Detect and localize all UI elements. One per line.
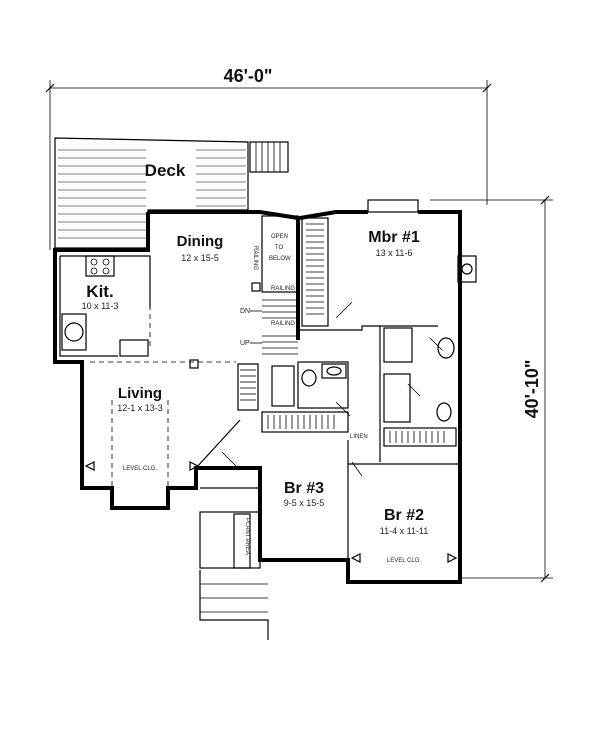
deck-boards: [58, 149, 246, 239]
bathrooms: [271, 327, 455, 423]
deck-stairs: [249, 141, 289, 173]
master-bedroom-size: 13 x 11-6: [376, 248, 413, 258]
stair-area: OPEN TO BELOW RAILING RAILING RAILING DN…: [240, 215, 299, 355]
bedroom-2: Br #2 11-4 x 11-11 LEVEL CLG.: [348, 463, 460, 564]
dining: Dining 12 x 15-5: [90, 233, 236, 363]
kitchen-size: 10 x 11-3: [82, 301, 119, 311]
living-ceiling-note: LEVEL CLG.: [123, 466, 157, 472]
bedroom-2-label: Br #2: [384, 507, 424, 524]
deck: Deck: [54, 137, 289, 249]
kitchen-label: Kit.: [86, 282, 113, 301]
kitchen: Kit. 10 x 11-3: [59, 255, 151, 357]
width-dimension-label: 46'-0": [224, 66, 273, 86]
bedroom-3: Br #3 9-5 x 15-5 LINEN: [284, 434, 368, 560]
door-swings: [221, 301, 443, 477]
bedroom-3-size: 9-5 x 15-5: [284, 498, 325, 508]
bedroom-2-size: 11-4 x 11-11: [380, 526, 429, 536]
master-bedroom-label: Mbr #1: [368, 229, 420, 246]
dining-label: Dining: [177, 233, 224, 250]
bedroom-3-label: Br #3: [284, 480, 324, 497]
dining-size: 12 x 15-5: [181, 253, 219, 263]
stair-treads: [262, 299, 298, 355]
living-label: Living: [118, 385, 162, 402]
stair-up-label: UP: [240, 340, 250, 347]
width-dimension: 46'-0": [45, 66, 492, 250]
stair-down-label: DN: [240, 308, 250, 315]
master-bedroom: Mbr #1 13 x 11-6: [298, 199, 477, 462]
depth-dimension: 40'-10": [430, 195, 553, 583]
railing-label-2: RAILING: [271, 321, 295, 327]
railing-label-vertical: RAILING: [252, 246, 258, 270]
entry: PLANT AREA: [195, 419, 269, 640]
deck-label: Deck: [145, 161, 186, 180]
bedroom-2-ceiling-note: LEVEL CLG.: [387, 558, 421, 564]
open-to-below-line3: BELOW: [269, 256, 291, 262]
linen-label: LINEN: [350, 434, 368, 440]
depth-dimension-label: 40'-10": [522, 360, 542, 419]
plant-area-label: PLANT AREA: [244, 518, 250, 555]
open-to-below-line2: TO: [275, 245, 284, 251]
living-size: 12-1 x 13-3: [117, 403, 163, 413]
open-to-below-line1: OPEN: [271, 234, 288, 240]
living: Living 12-1 x 13-3 LEVEL CLG.: [84, 359, 200, 488]
railing-label-1: RAILING: [271, 286, 295, 292]
closets: [237, 217, 457, 447]
